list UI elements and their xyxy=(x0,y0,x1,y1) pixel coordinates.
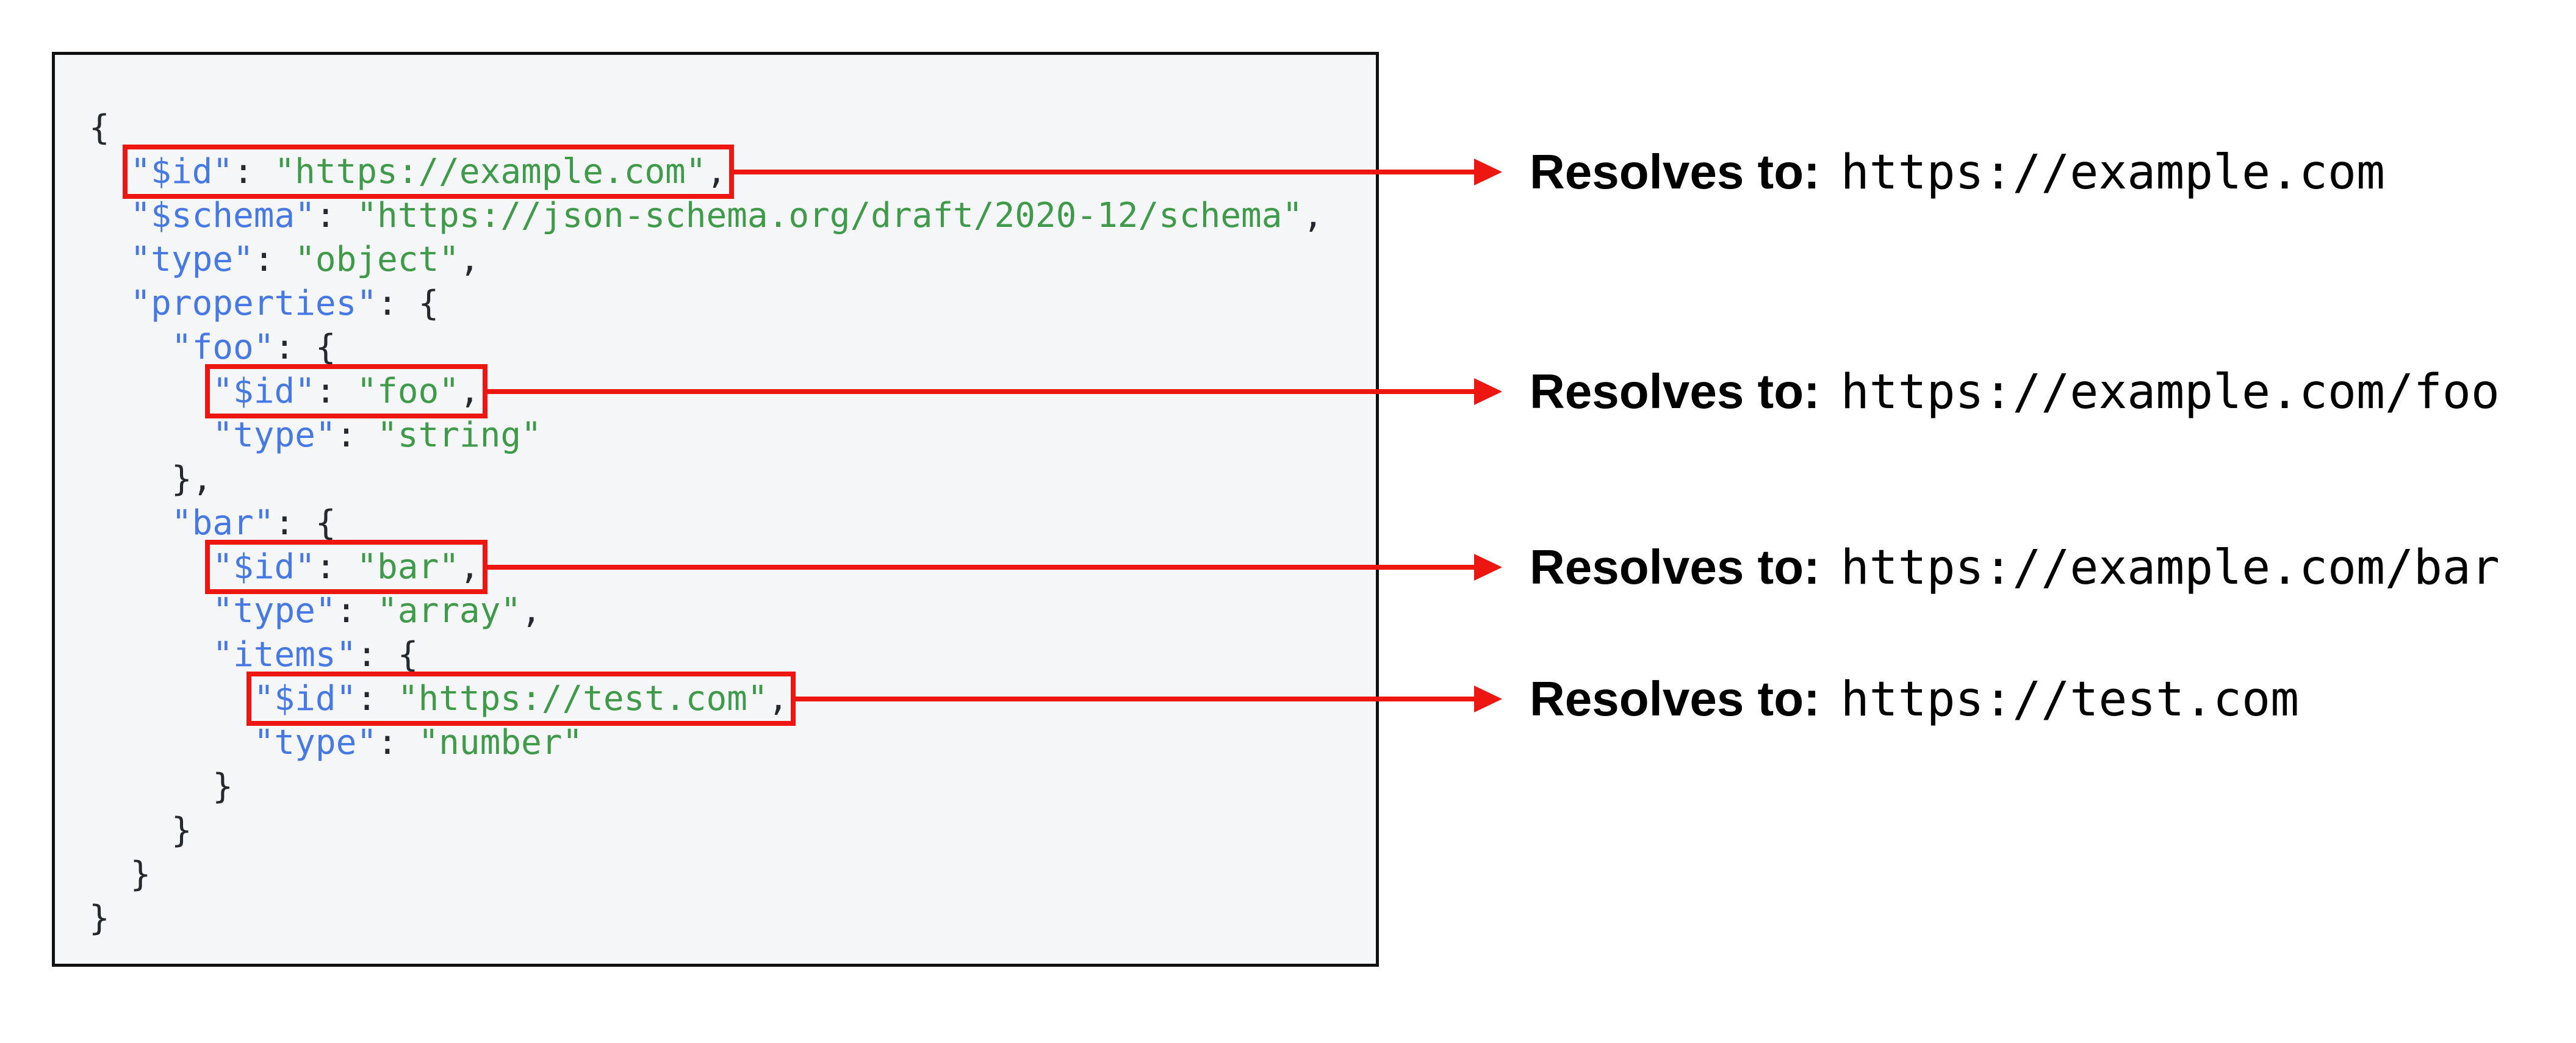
json-punct: : xyxy=(233,152,275,192)
json-key: "type" xyxy=(253,723,378,762)
arrow-1 xyxy=(732,170,1474,174)
code-line: { xyxy=(89,106,1323,150)
json-key: "type" xyxy=(212,591,336,631)
annotation-row-1: Resolves to: https://example.com xyxy=(1530,144,2385,200)
json-key: "type" xyxy=(130,240,254,279)
json-punct: : xyxy=(356,679,398,719)
json-punct: } xyxy=(171,811,192,850)
code-line: "bar": { xyxy=(89,501,1323,545)
json-punct: : xyxy=(336,415,378,455)
json-punct: { xyxy=(89,108,110,148)
json-key: "$id" xyxy=(130,152,234,192)
json-punct: : { xyxy=(274,503,336,543)
code-line: } xyxy=(89,853,1323,897)
json-key: "$id" xyxy=(212,547,315,587)
resolves-label: Resolves to: xyxy=(1530,145,1820,199)
json-punct: , xyxy=(768,679,789,719)
annotation-row-2: Resolves to: https://example.com/foo xyxy=(1530,364,2500,420)
resolves-url: https://example.com/foo xyxy=(1840,365,2500,420)
code-line: "$id": "foo", xyxy=(89,364,1323,418)
json-string: "array" xyxy=(377,591,522,631)
json-string: "string" xyxy=(377,415,542,455)
code-line: "type": "number" xyxy=(89,721,1323,765)
json-key: "foo" xyxy=(171,328,275,367)
json-punct: } xyxy=(212,767,234,806)
json-code: { "$id": "https://example.com", "$schema… xyxy=(55,55,1323,941)
id-highlight-box: "$id": "bar", xyxy=(205,540,487,594)
resolves-label: Resolves to: xyxy=(1530,672,1820,726)
json-string: "object" xyxy=(295,240,459,279)
json-key: "$id" xyxy=(253,679,357,719)
code-line: "type": "string" xyxy=(89,414,1323,457)
json-key: "items" xyxy=(212,635,357,675)
json-key: "type" xyxy=(212,415,336,455)
resolves-label: Resolves to: xyxy=(1530,540,1820,594)
json-punct: : xyxy=(315,196,357,235)
json-string: "https://example.com" xyxy=(274,152,707,192)
resolves-url: https://test.com xyxy=(1840,672,2300,727)
annotation-row-4: Resolves to: https://test.com xyxy=(1530,671,2299,727)
id-highlight-box: "$id": "https://test.com", xyxy=(246,672,796,726)
json-key: "bar" xyxy=(171,503,275,543)
code-panel: { "$id": "https://example.com", "$schema… xyxy=(52,52,1379,967)
code-line: "properties": { xyxy=(89,282,1323,326)
code-line: "$id": "https://test.com", xyxy=(89,672,1323,726)
json-punct: } xyxy=(130,855,151,894)
json-punct: , xyxy=(459,371,480,411)
id-highlight-box: "$id": "foo", xyxy=(205,364,487,418)
code-line: "foo": { xyxy=(89,326,1323,370)
json-string: "foo" xyxy=(356,371,459,411)
code-line: "items": { xyxy=(89,633,1323,677)
json-punct: : xyxy=(336,591,378,631)
json-punct: , xyxy=(459,547,480,587)
json-key: "$schema" xyxy=(130,196,315,235)
code-line: "$id": "https://example.com", xyxy=(89,145,1323,199)
json-punct: : { xyxy=(356,635,419,675)
arrow-2 xyxy=(486,389,1474,394)
code-line: "$id": "bar", xyxy=(89,540,1323,594)
json-string: "bar" xyxy=(356,547,459,587)
annotation-row-3: Resolves to: https://example.com/bar xyxy=(1530,539,2500,595)
code-line: "$schema": "https://json-schema.org/draf… xyxy=(89,194,1323,238)
json-punct: , xyxy=(521,591,542,631)
arrow-4 xyxy=(794,697,1474,701)
arrow-3 xyxy=(486,565,1474,570)
code-line: } xyxy=(89,897,1323,941)
code-line: "type": "object", xyxy=(89,238,1323,282)
code-line: "type": "array", xyxy=(89,589,1323,633)
json-punct: }, xyxy=(171,459,213,499)
json-punct: , xyxy=(706,152,727,192)
json-punct: : { xyxy=(274,328,336,367)
resolves-label: Resolves to: xyxy=(1530,364,1820,418)
json-string: "https://json-schema.org/draft/2020-12/s… xyxy=(356,196,1303,235)
json-key: "$id" xyxy=(212,371,315,411)
json-punct: : { xyxy=(377,284,439,323)
json-punct: } xyxy=(89,898,110,938)
json-punct: , xyxy=(1303,196,1323,235)
resolves-url: https://example.com xyxy=(1840,145,2385,200)
json-punct: : xyxy=(315,371,357,411)
code-line: } xyxy=(89,765,1323,809)
json-key: "properties" xyxy=(130,284,378,323)
json-punct: : xyxy=(377,723,419,762)
json-punct: , xyxy=(459,240,480,279)
json-punct: : xyxy=(315,547,357,587)
json-string: "number" xyxy=(418,723,583,762)
code-line: } xyxy=(89,809,1323,853)
code-line: }, xyxy=(89,457,1323,501)
id-highlight-box: "$id": "https://example.com", xyxy=(123,145,735,199)
resolves-url: https://example.com/bar xyxy=(1840,540,2500,595)
json-punct: : xyxy=(253,240,295,279)
json-string: "https://test.com" xyxy=(397,679,768,719)
